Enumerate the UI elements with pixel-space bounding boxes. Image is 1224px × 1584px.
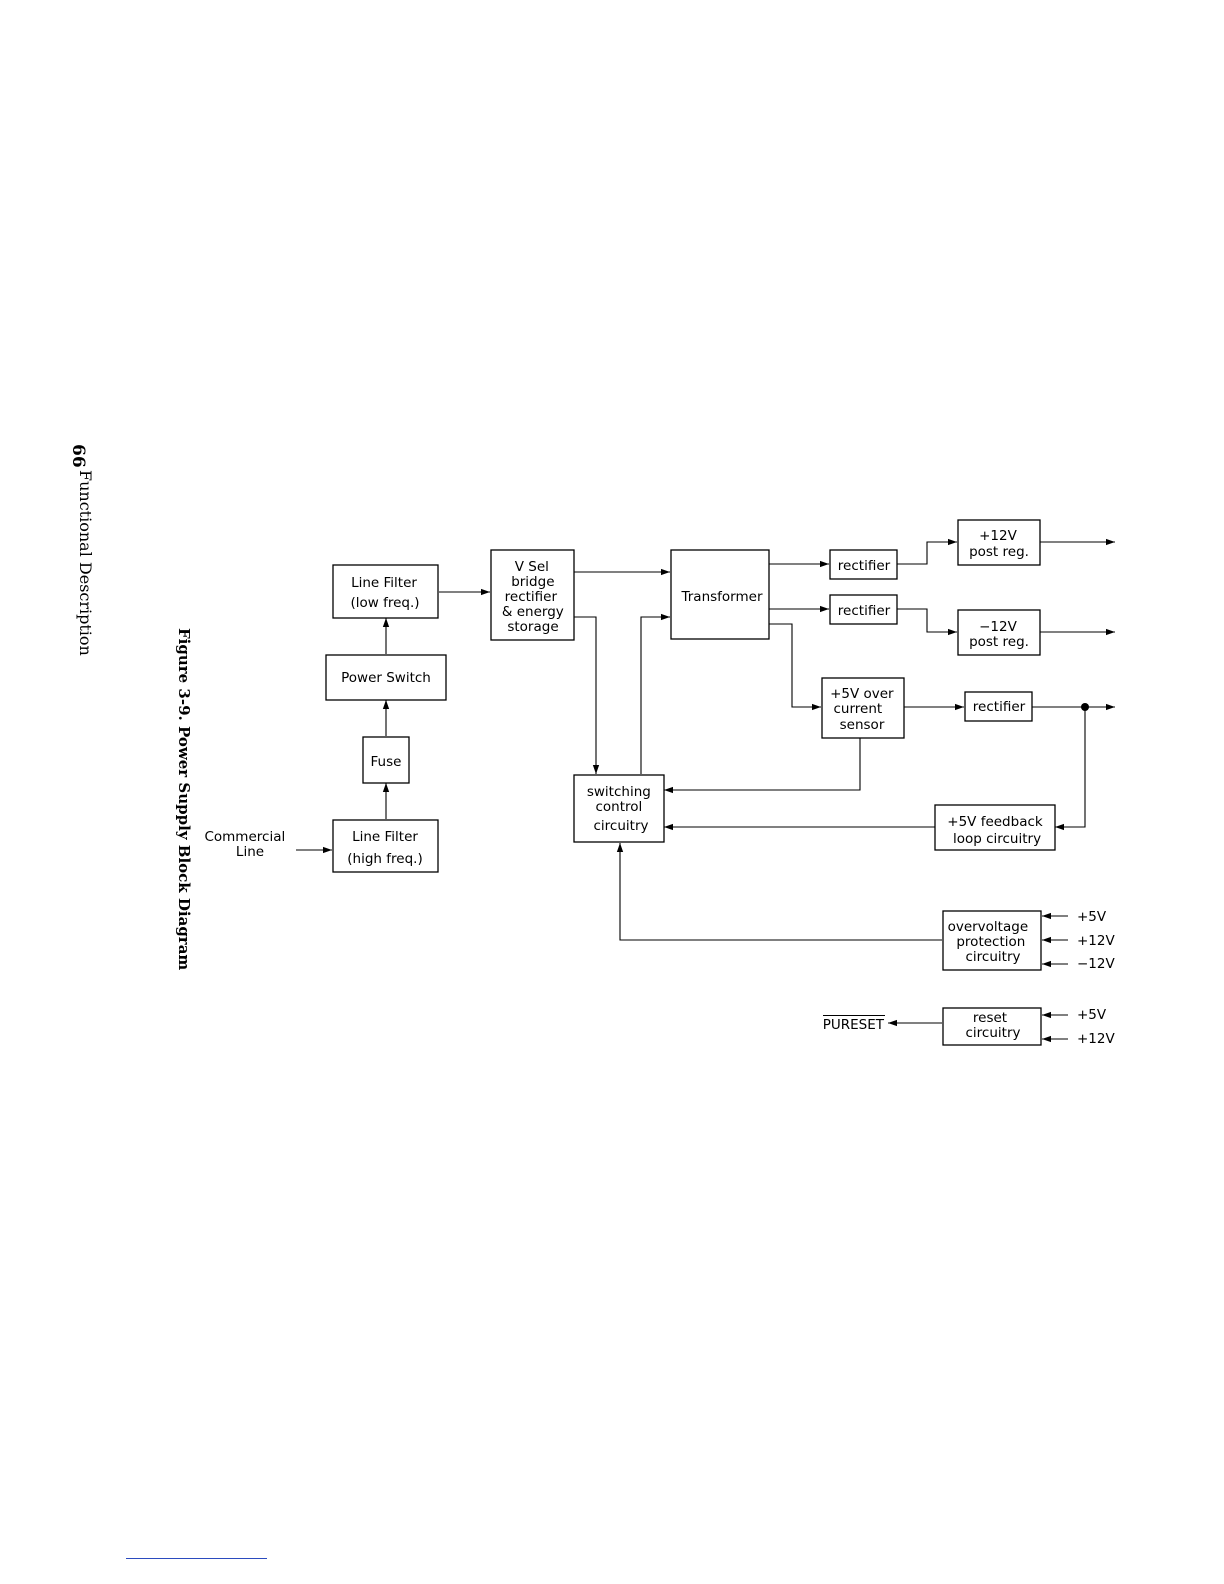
block-label: rectifier — [505, 589, 558, 605]
block-overvoltage-protection: overvoltage protection circuitry — [942, 910, 1042, 971]
block-label: control — [595, 799, 642, 815]
block-label: overvoltage — [948, 919, 1029, 935]
block-label: (low freq.) — [350, 595, 419, 611]
voltage-label: +12V — [1077, 933, 1115, 949]
block-label: storage — [507, 619, 558, 635]
block-label: circuitry — [966, 949, 1021, 965]
block-label: loop circuitry — [953, 831, 1041, 847]
svg-text:Line Filter(low freq.): Line Filter (low freq.) — [350, 575, 419, 611]
block-rectifier-mid: rectifier — [829, 594, 898, 625]
voltage-label: +5V — [1077, 909, 1107, 925]
block-label: switching — [587, 784, 651, 800]
block-label: circuitry — [594, 818, 649, 834]
block-fuse: Fuse — [362, 736, 410, 784]
svg-text:overvoltage protection: overvoltage protection circuitry — [948, 919, 1033, 965]
svg-text:rectifier: rectifier — [973, 699, 1026, 715]
block-label: reset — [973, 1010, 1007, 1026]
footer-rule — [126, 1558, 267, 1559]
block-transformer: Transformer — [670, 549, 770, 640]
voltage-label: −12V — [1077, 956, 1115, 972]
block-label: current — [834, 701, 883, 717]
block-label: bridge — [511, 574, 554, 590]
block-over-current-sensor: +5V over current sensor — [821, 677, 905, 739]
block-label: protection — [956, 934, 1025, 950]
block-label: −12V — [979, 619, 1017, 635]
block-label: Power Switch — [341, 670, 431, 686]
svg-text:Transformer: Transformer — [680, 589, 762, 605]
block-label: post reg. — [969, 544, 1029, 560]
block-label: +12V — [979, 528, 1017, 544]
overvoltage-input-labels: +5V +12V −12V — [1077, 909, 1115, 972]
svg-text:rectifier: rectifier — [838, 603, 891, 619]
block-label: Transformer — [680, 589, 762, 605]
block-label: rectifier — [838, 558, 891, 574]
block-label: sensor — [840, 717, 885, 733]
svg-text:Line Filter(high freq.): Line Filter (high freq.) — [347, 829, 422, 867]
block-label: +5V feedback — [947, 814, 1043, 830]
commercial-line-label-line: Line — [236, 844, 264, 860]
commercial-line-label: Commercial Line — [204, 829, 289, 860]
connector-lines — [296, 538, 1115, 1043]
block-rectifier-top: rectifier — [829, 549, 898, 580]
svg-text:V Sel bridge rect: V Sel bridge rectifier & energy storage — [502, 559, 568, 635]
commercial-line-label-line: Commercial — [204, 829, 285, 845]
block-label: Line Filter — [352, 829, 418, 845]
block-label: +5V over — [830, 686, 894, 702]
pureset-label: PURESET — [823, 1017, 885, 1033]
block-label: & energy — [502, 604, 564, 620]
block-label: rectifier — [973, 699, 1026, 715]
svg-text:switching control: switching control circuitry — [587, 784, 655, 834]
reset-output: PURESET — [823, 1015, 885, 1033]
svg-text:Power Switch: Power Switch — [341, 670, 431, 686]
block-label: circuitry — [966, 1025, 1021, 1041]
voltage-label: +5V — [1077, 1007, 1107, 1023]
svg-text:+5V over current: +5V over current sensor — [830, 686, 898, 733]
block-line-filter-high: Line Filter (high freq.) — [332, 819, 439, 873]
voltage-label: +12V — [1077, 1031, 1115, 1047]
svg-text:Fuse: Fuse — [371, 754, 402, 770]
block-line-filter-low: Line Filter (low freq.) — [332, 564, 439, 619]
block-power-switch: Power Switch — [325, 654, 447, 701]
block-label: rectifier — [838, 603, 891, 619]
reset-input-labels: +5V +12V — [1077, 1007, 1115, 1047]
block-label: post reg. — [969, 634, 1029, 650]
svg-text:rectifier: rectifier — [838, 558, 891, 574]
block-label: Fuse — [371, 754, 402, 770]
block-vsel-bridge-rectifier: V Sel bridge rectifier & energy storage — [490, 549, 575, 641]
block-label: Line Filter — [351, 575, 417, 591]
block-rectifier-5v: rectifier — [964, 691, 1033, 722]
block-label: V Sel — [515, 559, 549, 575]
block-switching-control: switching control circuitry — [573, 774, 665, 843]
block-label: (high freq.) — [347, 851, 422, 867]
